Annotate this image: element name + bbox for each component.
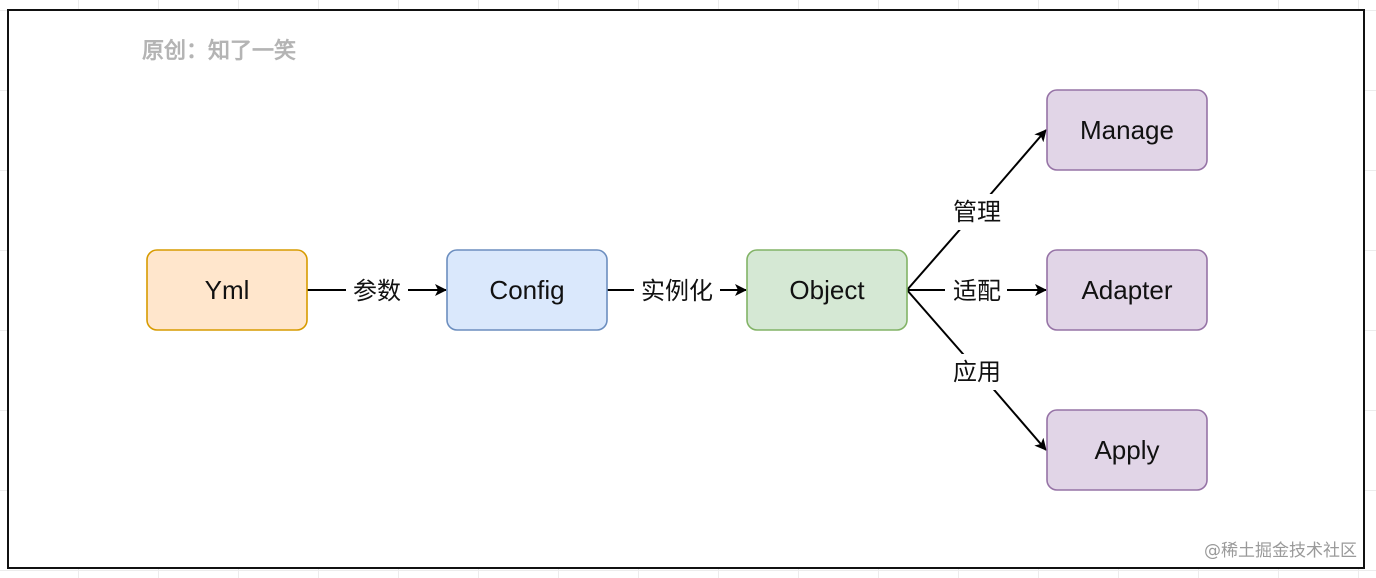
node-adapter-label: Adapter <box>1081 275 1172 305</box>
edge-object-manage: 管理 <box>906 129 1047 291</box>
edge-label-manage: 管理 <box>953 198 1001 226</box>
node-manage-label: Manage <box>1080 115 1174 145</box>
node-yml-label: Yml <box>205 275 250 305</box>
node-object-box <box>747 250 907 330</box>
node-manage-box <box>1047 90 1207 170</box>
node-adapter: Adapter <box>1046 249 1208 331</box>
edge-label-instantiate: 实例化 <box>641 277 713 305</box>
node-apply-box <box>1047 410 1207 490</box>
watermark-text: @稀土掘金技术社区 <box>1204 541 1357 561</box>
credit-text: 原创：知了一笑 <box>142 38 296 64</box>
node-object: Object <box>746 249 908 331</box>
node-object-label: Object <box>789 275 865 305</box>
edge-label-adapt: 适配 <box>953 277 1001 305</box>
node-apply: Apply <box>1046 409 1208 491</box>
edge-yml-config: 参数 <box>307 272 447 308</box>
node-config-box <box>447 250 607 330</box>
node-config: Config <box>446 249 608 331</box>
node-apply-label: Apply <box>1094 435 1159 465</box>
node-config-label: Config <box>489 275 564 305</box>
node-yml: Yml <box>146 249 308 331</box>
edge-config-object: 实例化 <box>607 272 747 308</box>
edge-object-adapter: 适配 <box>907 272 1047 308</box>
edge-label-apply: 应用 <box>953 358 1001 386</box>
edge-object-apply: 应用 <box>906 289 1047 451</box>
node-manage: Manage <box>1046 89 1208 171</box>
node-adapter-box <box>1047 250 1207 330</box>
edge-label-params: 参数 <box>353 277 401 305</box>
node-yml-box <box>147 250 307 330</box>
